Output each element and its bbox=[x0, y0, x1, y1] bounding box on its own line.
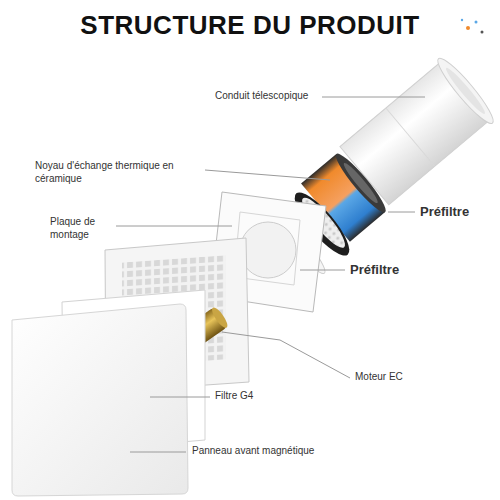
part-label: Panneau avant magnétique bbox=[192, 445, 314, 458]
part-label: Moteur EC bbox=[355, 371, 403, 384]
part-label: Filtre G4 bbox=[215, 390, 253, 403]
part-label: Plaque de montage bbox=[50, 216, 114, 241]
part-label: Préfiltre bbox=[350, 262, 399, 278]
diagram-title: STRUCTURE DU PRODUIT bbox=[0, 10, 500, 41]
part-label: Préfiltre bbox=[420, 204, 469, 220]
part-label: Noyau d'échange thermique en céramique bbox=[35, 160, 200, 185]
part-label: Conduit télescopique bbox=[215, 90, 308, 103]
